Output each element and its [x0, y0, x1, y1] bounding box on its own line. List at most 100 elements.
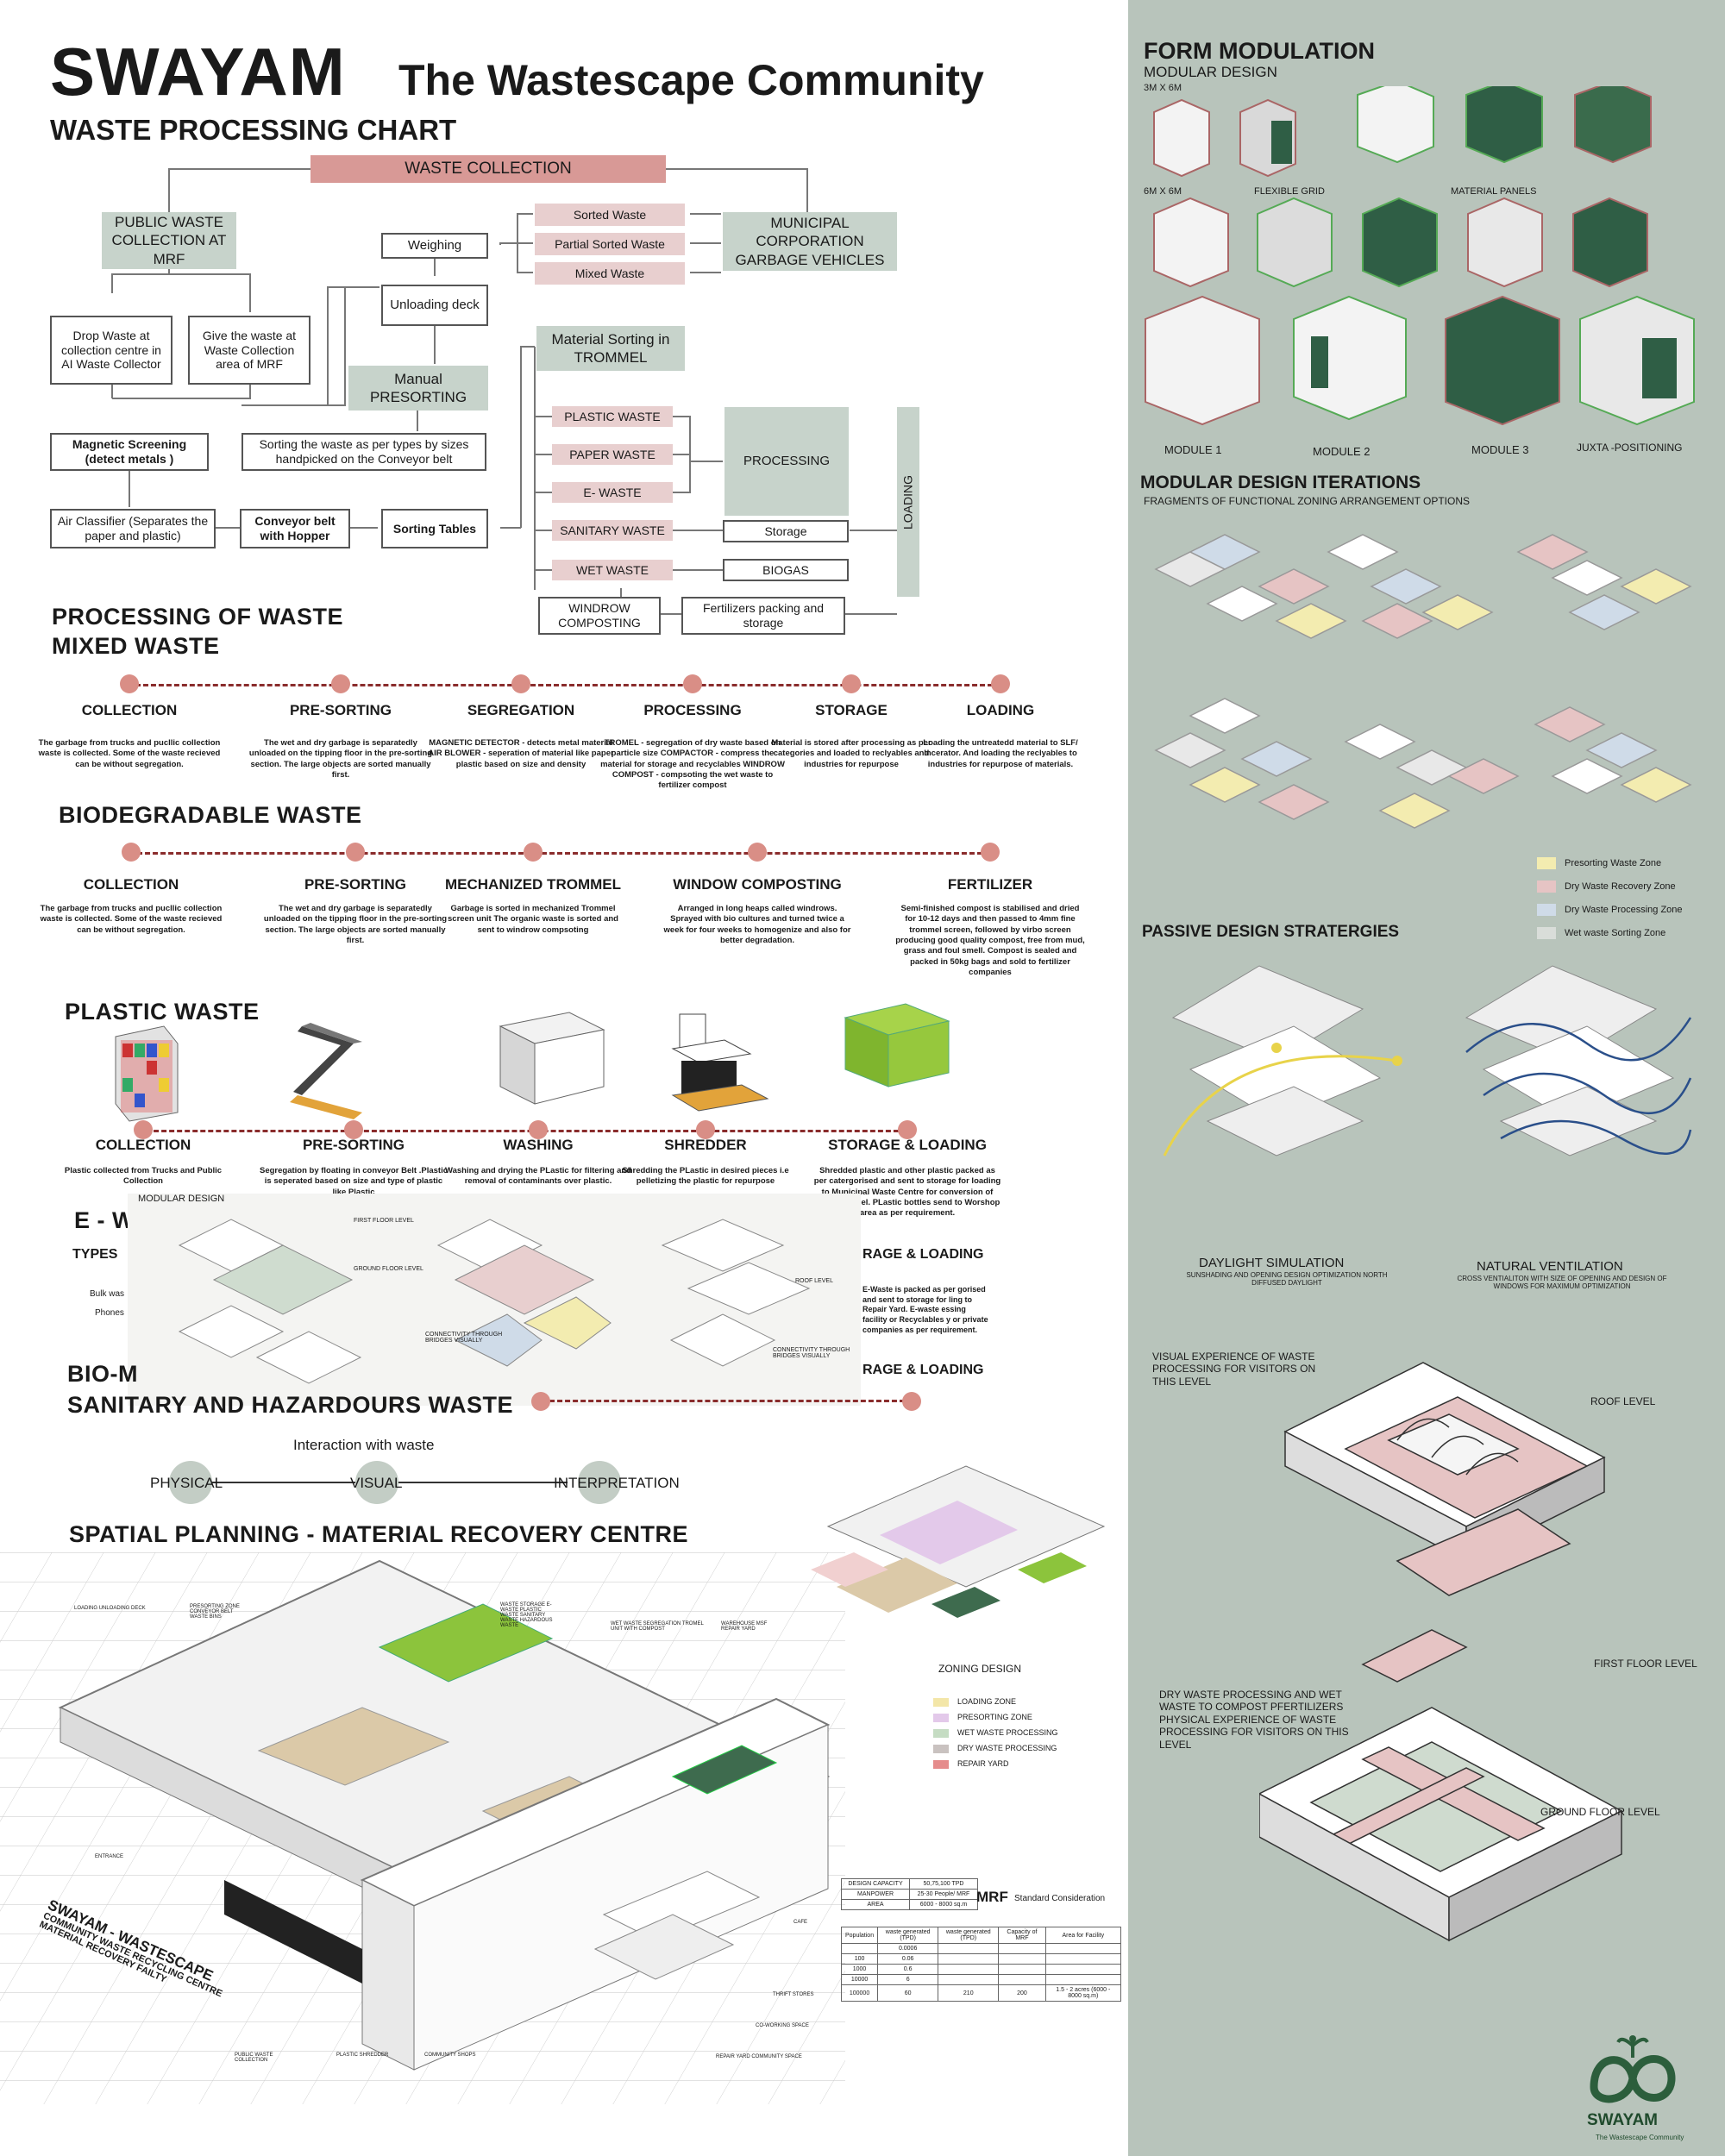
interaction-circle-1 — [169, 1461, 212, 1504]
biogas-box: BIOGAS — [723, 559, 849, 581]
plastic-label-3: WASHING — [503, 1137, 574, 1153]
size-6x6: 6M X 6M — [1144, 186, 1182, 197]
module-2-label: MODULE 2 — [1313, 445, 1371, 458]
spatial-thrift: THRIFT STORES — [773, 1992, 814, 1997]
bio-label-5: FERTILIZER — [947, 876, 1033, 893]
wet-waste-box: WET WASTE — [552, 560, 673, 580]
mrf-cell — [998, 1943, 1046, 1954]
interaction-title: Interaction with waste — [293, 1437, 435, 1453]
mrf-cell: 1.5 - 2 acres (6000 - 8000 sq.m) — [1044, 1984, 1122, 2002]
spatial-plan-drawing — [0, 1552, 845, 2104]
zoning-legend-label: LOADING ZONE — [957, 1697, 1017, 1706]
manual-presorting-box: Manual PRESORTING — [348, 366, 488, 411]
spatial-warehouse: WAREHOUSE MSF REPAIR YARD — [721, 1621, 768, 1632]
mrf-cell: 0.6 — [877, 1964, 939, 1975]
partial-sorted-box: Partial Sorted Waste — [535, 233, 685, 255]
sanitary-waste-box: SANITARY WASTE — [552, 520, 673, 541]
logo-tagline: The Wastescape Community — [1596, 2134, 1684, 2141]
iteration-legend-label: Presorting Waste Zone — [1565, 857, 1662, 868]
e-waste-box: E- WASTE — [552, 482, 673, 503]
mrf-head-cell: Area for Facility — [1044, 1927, 1122, 1944]
zoning-legend-label: PRESORTING ZONE — [957, 1713, 1032, 1721]
mrf-cell — [938, 1953, 1000, 1965]
first-floor-label: FIRST FLOOR LEVEL — [1594, 1658, 1697, 1670]
mrf-cell: 10000 — [840, 1974, 879, 1985]
module-3-label: MODULE 3 — [1471, 443, 1529, 456]
plastic-desc-5: Shredded plastic and other plastic packe… — [813, 1166, 1001, 1219]
spatial-waste-storage: WASTE STORAGE E-WASTE PLASTIC WASTE SANI… — [500, 1602, 553, 1628]
mrf-cell: 1000 — [840, 1964, 879, 1975]
drop-waste-box: Drop Waste at collection centre in AI Wa… — [50, 316, 172, 385]
interaction-circle-3 — [578, 1461, 621, 1504]
mrf-cell: 100 — [840, 1953, 879, 1965]
bio-desc-2: The wet and dry garbage is separatedly u… — [263, 904, 448, 946]
give-waste-box: Give the waste at Waste Collection area … — [188, 316, 310, 385]
exploded-axonometric — [1259, 1362, 1623, 1942]
sorting-belt-box: Sorting the waste as per types by sizes … — [242, 433, 486, 471]
module-1-label: MODULE 1 — [1164, 443, 1222, 456]
unloading-box: Unloading deck — [381, 285, 488, 326]
plastic-title: PLASTIC WASTE — [65, 999, 260, 1025]
mrf-cell: 60 — [877, 1984, 939, 2002]
passive-drawings — [1163, 965, 1692, 1156]
loading-box: LOADING — [897, 407, 919, 597]
ventilation-subtitle: CROSS VENTIALITON WITH SIZE OF OPENING A… — [1457, 1275, 1667, 1290]
iteration-legend-label: Wet waste Sorting Zone — [1565, 927, 1666, 938]
iteration-blocks — [1154, 534, 1692, 829]
conveyor-hopper-box: Conveyor belt with Hopper — [240, 509, 350, 548]
zoning-drawing — [811, 1465, 1106, 1618]
mrf-title: MRF — [976, 1889, 1008, 1905]
passive-title: PASSIVE DESIGN STRATERGIES — [1142, 923, 1400, 941]
interaction-visual: VISUAL — [350, 1475, 403, 1491]
bio-desc-5: Semi-finished compost is stabilised and … — [895, 904, 1085, 978]
biomed-dot-1 — [531, 1392, 550, 1411]
mrf-cell — [1044, 1964, 1122, 1975]
mrf-cell: MANPOWER — [841, 1889, 910, 1900]
iteration-legend-item: Wet waste Sorting Zone — [1537, 927, 1665, 939]
plastic-desc-4: Shredding the PLastic in desired pieces … — [622, 1166, 789, 1187]
plastic-dot-3 — [529, 1120, 548, 1139]
plastic-illustrations — [115, 1003, 950, 1122]
plastic-desc-2: Segregation by floating in conveyor Belt… — [259, 1166, 448, 1197]
mrf-cell — [938, 1974, 1000, 1985]
mixed-desc-4: TROMEL - segregation of dry waste based … — [600, 738, 785, 791]
bio-desc-3: Garbage is sorted in mechanized Trommel … — [448, 904, 618, 935]
bio-dot-5 — [981, 843, 1000, 862]
zoning-swatch — [933, 1713, 949, 1722]
plastic-dot-5 — [898, 1120, 917, 1139]
mrf-cell: 25-30 People/ MRF — [909, 1889, 978, 1900]
juxta-label: JUXTA -POSITIONING — [1577, 442, 1683, 454]
spatial-title: SPATIAL PLANNING - MATERIAL RECOVERY CEN… — [69, 1521, 689, 1547]
shredder-illustration — [671, 1013, 769, 1112]
bio-label-3: MECHANIZED TROMMEL — [445, 876, 621, 893]
zoning-legend-label: WET WASTE PROCESSING — [957, 1728, 1058, 1737]
logo-name: SWAYAM — [1587, 2111, 1659, 2129]
mrf-cell — [938, 1964, 1000, 1975]
iteration-legend-item: Presorting Waste Zone — [1537, 857, 1661, 869]
mixed-desc-5: Material is stored after processing as p… — [771, 738, 932, 769]
mrf-cell — [938, 1943, 1000, 1954]
main-title: SWAYAM — [50, 34, 346, 110]
windrow-box: WINDROW COMPOSTING — [538, 597, 661, 635]
sorted-waste-box: Sorted Waste — [535, 204, 685, 226]
bio-desc-4: Arranged in long heaps called windrows. … — [663, 904, 851, 946]
overlay-drawings — [178, 1219, 811, 1384]
plastic-label-1: COLLECTION — [95, 1137, 191, 1153]
plastic-desc-3: Washing and drying the PLastic for filte… — [444, 1166, 632, 1187]
mixed-dot-2 — [331, 674, 350, 693]
iteration-swatch — [1537, 881, 1556, 893]
mixed-desc-3: MAGNETIC DETECTOR - detects metal materi… — [428, 738, 614, 769]
ewaste-storage-desc: E-Waste is packed as per gorised and sen… — [862, 1285, 988, 1334]
waste-collection-box: WASTE COLLECTION — [310, 155, 666, 183]
mixed-dash-line — [128, 684, 1000, 686]
spatial-cafe: CAFE — [794, 1920, 808, 1925]
sorting-tables-box: Sorting Tables — [381, 509, 488, 548]
chart-title: WASTE PROCESSING CHART — [50, 114, 457, 146]
zoning-swatch — [933, 1759, 949, 1769]
module-cubes — [1145, 86, 1695, 426]
